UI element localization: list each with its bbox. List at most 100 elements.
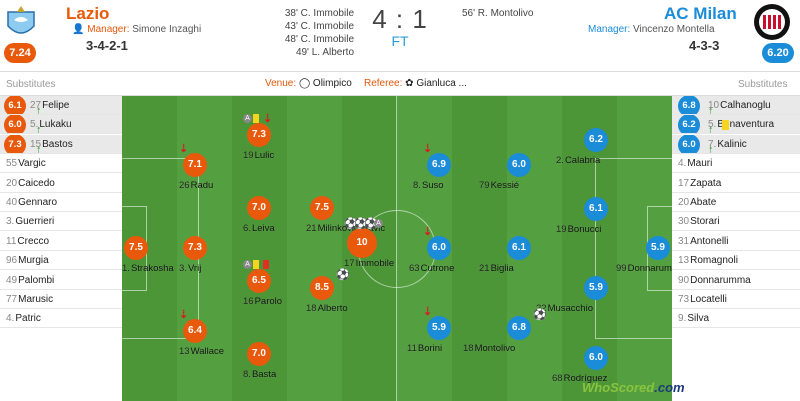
substitute-text: 4.Patric	[6, 309, 41, 327]
player-name: Rodríguez	[563, 373, 608, 384]
home-manager-name[interactable]: Simone Inzaghi	[132, 24, 202, 35]
player-name: Vrij	[187, 263, 202, 274]
substitute-row[interactable]: 20Abate	[672, 193, 800, 212]
substitute-row[interactable]: 31Antonelli	[672, 232, 800, 251]
home-formation: 3-4-2-1	[86, 38, 128, 53]
away-manager-name[interactable]: Vincenzo Montella	[633, 24, 715, 35]
substitute-row[interactable]: 9.Silva	[672, 309, 800, 329]
player-rating: 6.0	[584, 346, 608, 370]
substitute-text: 3.Guerrieri	[6, 212, 54, 230]
substitute-row[interactable]: 3.Guerrieri	[0, 212, 122, 232]
player-name-label: 19Bonucci	[556, 224, 601, 235]
player-name-label: 8.Basta	[243, 369, 276, 380]
substitute-row[interactable]: 30Storari	[672, 212, 800, 232]
substitute-row[interactable]: 4.Patric	[0, 309, 122, 329]
home-team-name[interactable]: Lazio	[66, 4, 110, 23]
substitute-row[interactable]: 96Murgia	[0, 251, 122, 271]
substitute-text: 27Felipe	[30, 96, 69, 114]
player-number: 8.	[243, 369, 251, 380]
away-team-name[interactable]: AC Milan	[664, 4, 737, 23]
player-number: 6.	[243, 223, 251, 234]
substitute-text: 15Bastos	[30, 135, 73, 153]
substitute-name: Gennaro	[18, 197, 58, 208]
away-formation: 4-3-3	[689, 38, 720, 53]
substitute-text: 9.Silva	[678, 309, 710, 327]
substitute-text: 96Murgia	[6, 251, 49, 269]
sub-on-icon: ↑	[36, 124, 42, 135]
substitute-text: 13Romagnoli	[678, 251, 738, 269]
substitute-row[interactable]: 73Locatelli	[672, 290, 800, 309]
player-rating: 8.5	[310, 276, 334, 300]
player-number: 26	[179, 180, 190, 191]
substitute-number: 4.	[678, 158, 687, 170]
substitute-row[interactable]: 40Gennaro	[0, 193, 122, 212]
substitute-number: 20	[678, 197, 690, 208]
player-number: 68	[552, 373, 563, 384]
substitute-number: 15	[30, 138, 42, 150]
substitute-row[interactable]: 11Crecco	[0, 232, 122, 251]
player-name-label: 18Montolivo	[463, 343, 515, 354]
away-manager-label: Manager:	[588, 24, 631, 35]
substitute-rating: 6.0	[4, 115, 26, 134]
player-rating: 7.0	[247, 342, 271, 366]
player-number: 1.	[122, 263, 130, 274]
substitute-row[interactable]: 77Marusic	[0, 290, 122, 309]
player-name-label: 21Biglia	[479, 263, 514, 274]
player-name: Suso	[421, 180, 444, 191]
match-score: 4 : 1	[372, 4, 428, 34]
goal-event: 48' C. Immobile	[284, 34, 354, 45]
substitute-row[interactable]: 55Vargic	[0, 154, 122, 174]
substitute-text: 11Crecco	[6, 232, 50, 250]
player-rating: 6.8	[507, 316, 531, 340]
sub-off-icon: ⇣	[179, 143, 189, 155]
substitute-number: 77	[6, 294, 18, 305]
substitute-row[interactable]: 49Palombi	[0, 271, 122, 290]
lazio-crest-icon	[4, 2, 38, 42]
home-subs-header: Substitutes	[6, 79, 56, 90]
substitute-row[interactable]: 17Zapata	[672, 174, 800, 193]
substitute-row[interactable]: 4.Mauri	[672, 154, 800, 174]
player-name: Biglia	[490, 263, 514, 274]
match-header: 7.24 Lazio 👤 Manager: Simone Inzaghi 3-4…	[0, 0, 800, 72]
player-name: Calabria	[564, 155, 601, 166]
player-name-label: 63Cutrone	[409, 263, 454, 274]
player-rating: 6.9	[427, 153, 451, 177]
substitute-number: 20	[6, 177, 18, 189]
referee-name: Gianluca ...	[416, 78, 467, 89]
player-number: 17	[344, 258, 355, 269]
substitute-row[interactable]: 20Caicedo	[0, 174, 122, 193]
substitute-number: 4.	[6, 313, 15, 325]
substitute-name: Storari	[690, 216, 720, 228]
player-name-label: 3.Vrij	[179, 263, 201, 274]
substitute-name: Palombi	[18, 274, 55, 286]
substitute-text: 17Zapata	[678, 174, 722, 192]
player-rating: 7.1	[183, 153, 207, 177]
player-rating: 5.9	[427, 316, 451, 340]
substitute-name: Crecco	[17, 235, 50, 247]
player-rating: 7.5	[310, 196, 334, 220]
player-number: 21	[306, 223, 317, 234]
substitute-name: Silva	[687, 313, 710, 325]
substitute-number: 31	[678, 235, 690, 247]
player-name: Bonucci	[567, 224, 602, 235]
yellow-card-icon	[253, 114, 259, 123]
player-number: 22	[536, 303, 547, 314]
player-rating: 7.0	[247, 196, 271, 220]
substitute-name: Murgia	[18, 255, 49, 267]
substitute-row[interactable]: 13Romagnoli	[672, 251, 800, 271]
sub-on-icon: ↑	[708, 124, 714, 135]
substitute-name: Marusic	[18, 294, 54, 305]
player-number: 16	[243, 296, 254, 307]
substitute-name: Zapata	[690, 177, 722, 189]
substitute-row[interactable]: 90Donnarumma	[672, 271, 800, 290]
substitute-number: 13	[678, 255, 690, 267]
player-name-label: 68Rodríguez	[552, 373, 607, 384]
player-rating: 6.1	[584, 197, 608, 221]
